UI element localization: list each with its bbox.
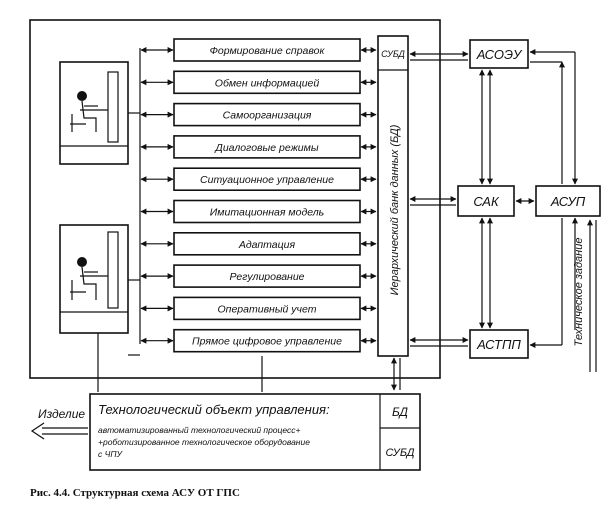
module-box [173,199,361,224]
module-box [173,102,361,127]
module-label: Самоорганизация [223,110,312,122]
subd-label: СУБД [381,49,405,59]
product-output: Изделие [30,407,88,440]
module-box [173,296,361,321]
object-title: Технологический объект управления: [98,402,330,417]
product-label: Изделие [38,407,85,421]
module-label: Регулирование [229,271,304,283]
module-label: Оперативный учет [218,303,317,315]
module-box [173,135,361,159]
module-label: Диалоговые режимы [214,142,318,154]
module-label: Имитационная модель [210,207,324,219]
database-column: СУБД Иерархический банк данных (БД) [377,35,409,357]
operator-icon [70,71,119,143]
system-connections [479,49,597,372]
db-connections [409,51,469,347]
module-box [173,70,361,95]
tech-task-label: Техническое задание [573,238,585,347]
asup-label: АСУП [550,194,586,209]
module-label: Формирование справок [210,45,326,57]
object-desc-2: +роботизированное технологическое оборуд… [98,437,310,447]
figure-caption: Рис. 4.4. Структурная схема АСУ ОТ ГПС [30,487,240,499]
object-desc-1: автоматизированный технологический проце… [98,425,301,435]
asoeu-box [469,39,529,69]
bank-label: Иерархический банк данных (БД) [389,124,401,295]
sak-box [457,185,515,217]
asup-box [535,185,601,217]
module-box [173,167,361,191]
module-10: Прямое цифровое управление [140,328,377,353]
module-7: Адаптация [140,232,377,256]
module-label: Ситуационное управление [200,174,334,186]
database-block [377,35,409,357]
module-4: Диалоговые режимы [140,135,377,159]
asoeu-label: АСОЭУ [476,47,523,62]
module-5: Ситуационное управление [140,167,377,191]
astpp-box [469,329,529,359]
object-subd-label: СУБД [385,447,414,459]
module-6: Имитационная модель [140,199,377,224]
module-label: Адаптация [238,239,296,251]
operator-workstation-1 [59,61,129,165]
object-desc-3: с ЧПУ [98,449,123,459]
module-1: Формирование справок [140,38,377,62]
module-box [173,328,361,353]
module-2: Обмен информацией [140,70,377,95]
module-3: Самоорганизация [140,102,377,127]
sak-label: САК [473,194,500,209]
module-8: Регулирование [140,264,377,288]
tech-object: Технологический объект управления: автом… [89,393,421,471]
astpp-label: АСТПП [476,337,521,352]
operator-workstation-2 [59,224,129,334]
operator-icon [70,231,119,309]
module-box [173,264,361,288]
module-box [173,232,361,256]
module-box [173,38,361,62]
object-bd-label: БД [392,405,409,419]
module-label: Обмен информацией [215,77,320,89]
module-label: Прямое цифровое управление [192,336,342,348]
module-9: Оперативный учет [140,296,377,321]
